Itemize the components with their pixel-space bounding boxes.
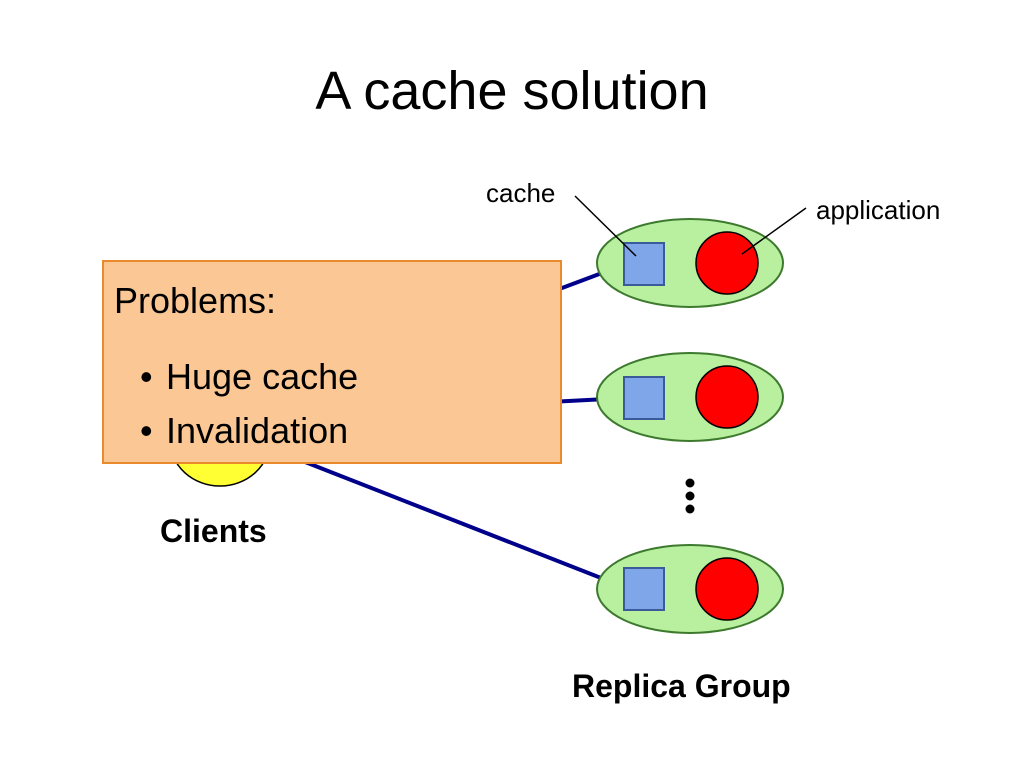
application-pointer-line bbox=[741, 207, 807, 255]
replica-node bbox=[596, 352, 784, 442]
ellipsis-dots bbox=[685, 478, 695, 514]
application-label: application bbox=[816, 195, 941, 225]
slide-title: A cache solution bbox=[315, 61, 709, 121]
replica-node bbox=[596, 218, 784, 308]
cache-square bbox=[623, 567, 665, 611]
application-circle bbox=[695, 231, 759, 295]
list-item: •Invalidation bbox=[140, 410, 349, 451]
connection-line bbox=[299, 458, 625, 589]
cache-label: cache bbox=[486, 178, 556, 208]
list-item-text: Invalidation bbox=[166, 410, 349, 451]
replica-node bbox=[596, 544, 784, 634]
list-item: •Huge cache bbox=[140, 356, 359, 397]
problems-callout: Problems: •Huge cache •Invalidation bbox=[102, 260, 562, 464]
cache-pointer-line bbox=[574, 195, 637, 257]
cache-square bbox=[623, 376, 665, 420]
list-item-text: Huge cache bbox=[166, 356, 359, 397]
callout-heading: Problems: bbox=[114, 280, 277, 321]
application-circle bbox=[695, 557, 759, 621]
replica-group-label: Replica Group bbox=[572, 668, 791, 704]
problems-list: •Huge cache •Invalidation bbox=[140, 350, 358, 458]
clients-label: Clients bbox=[160, 513, 267, 549]
application-circle bbox=[695, 365, 759, 429]
